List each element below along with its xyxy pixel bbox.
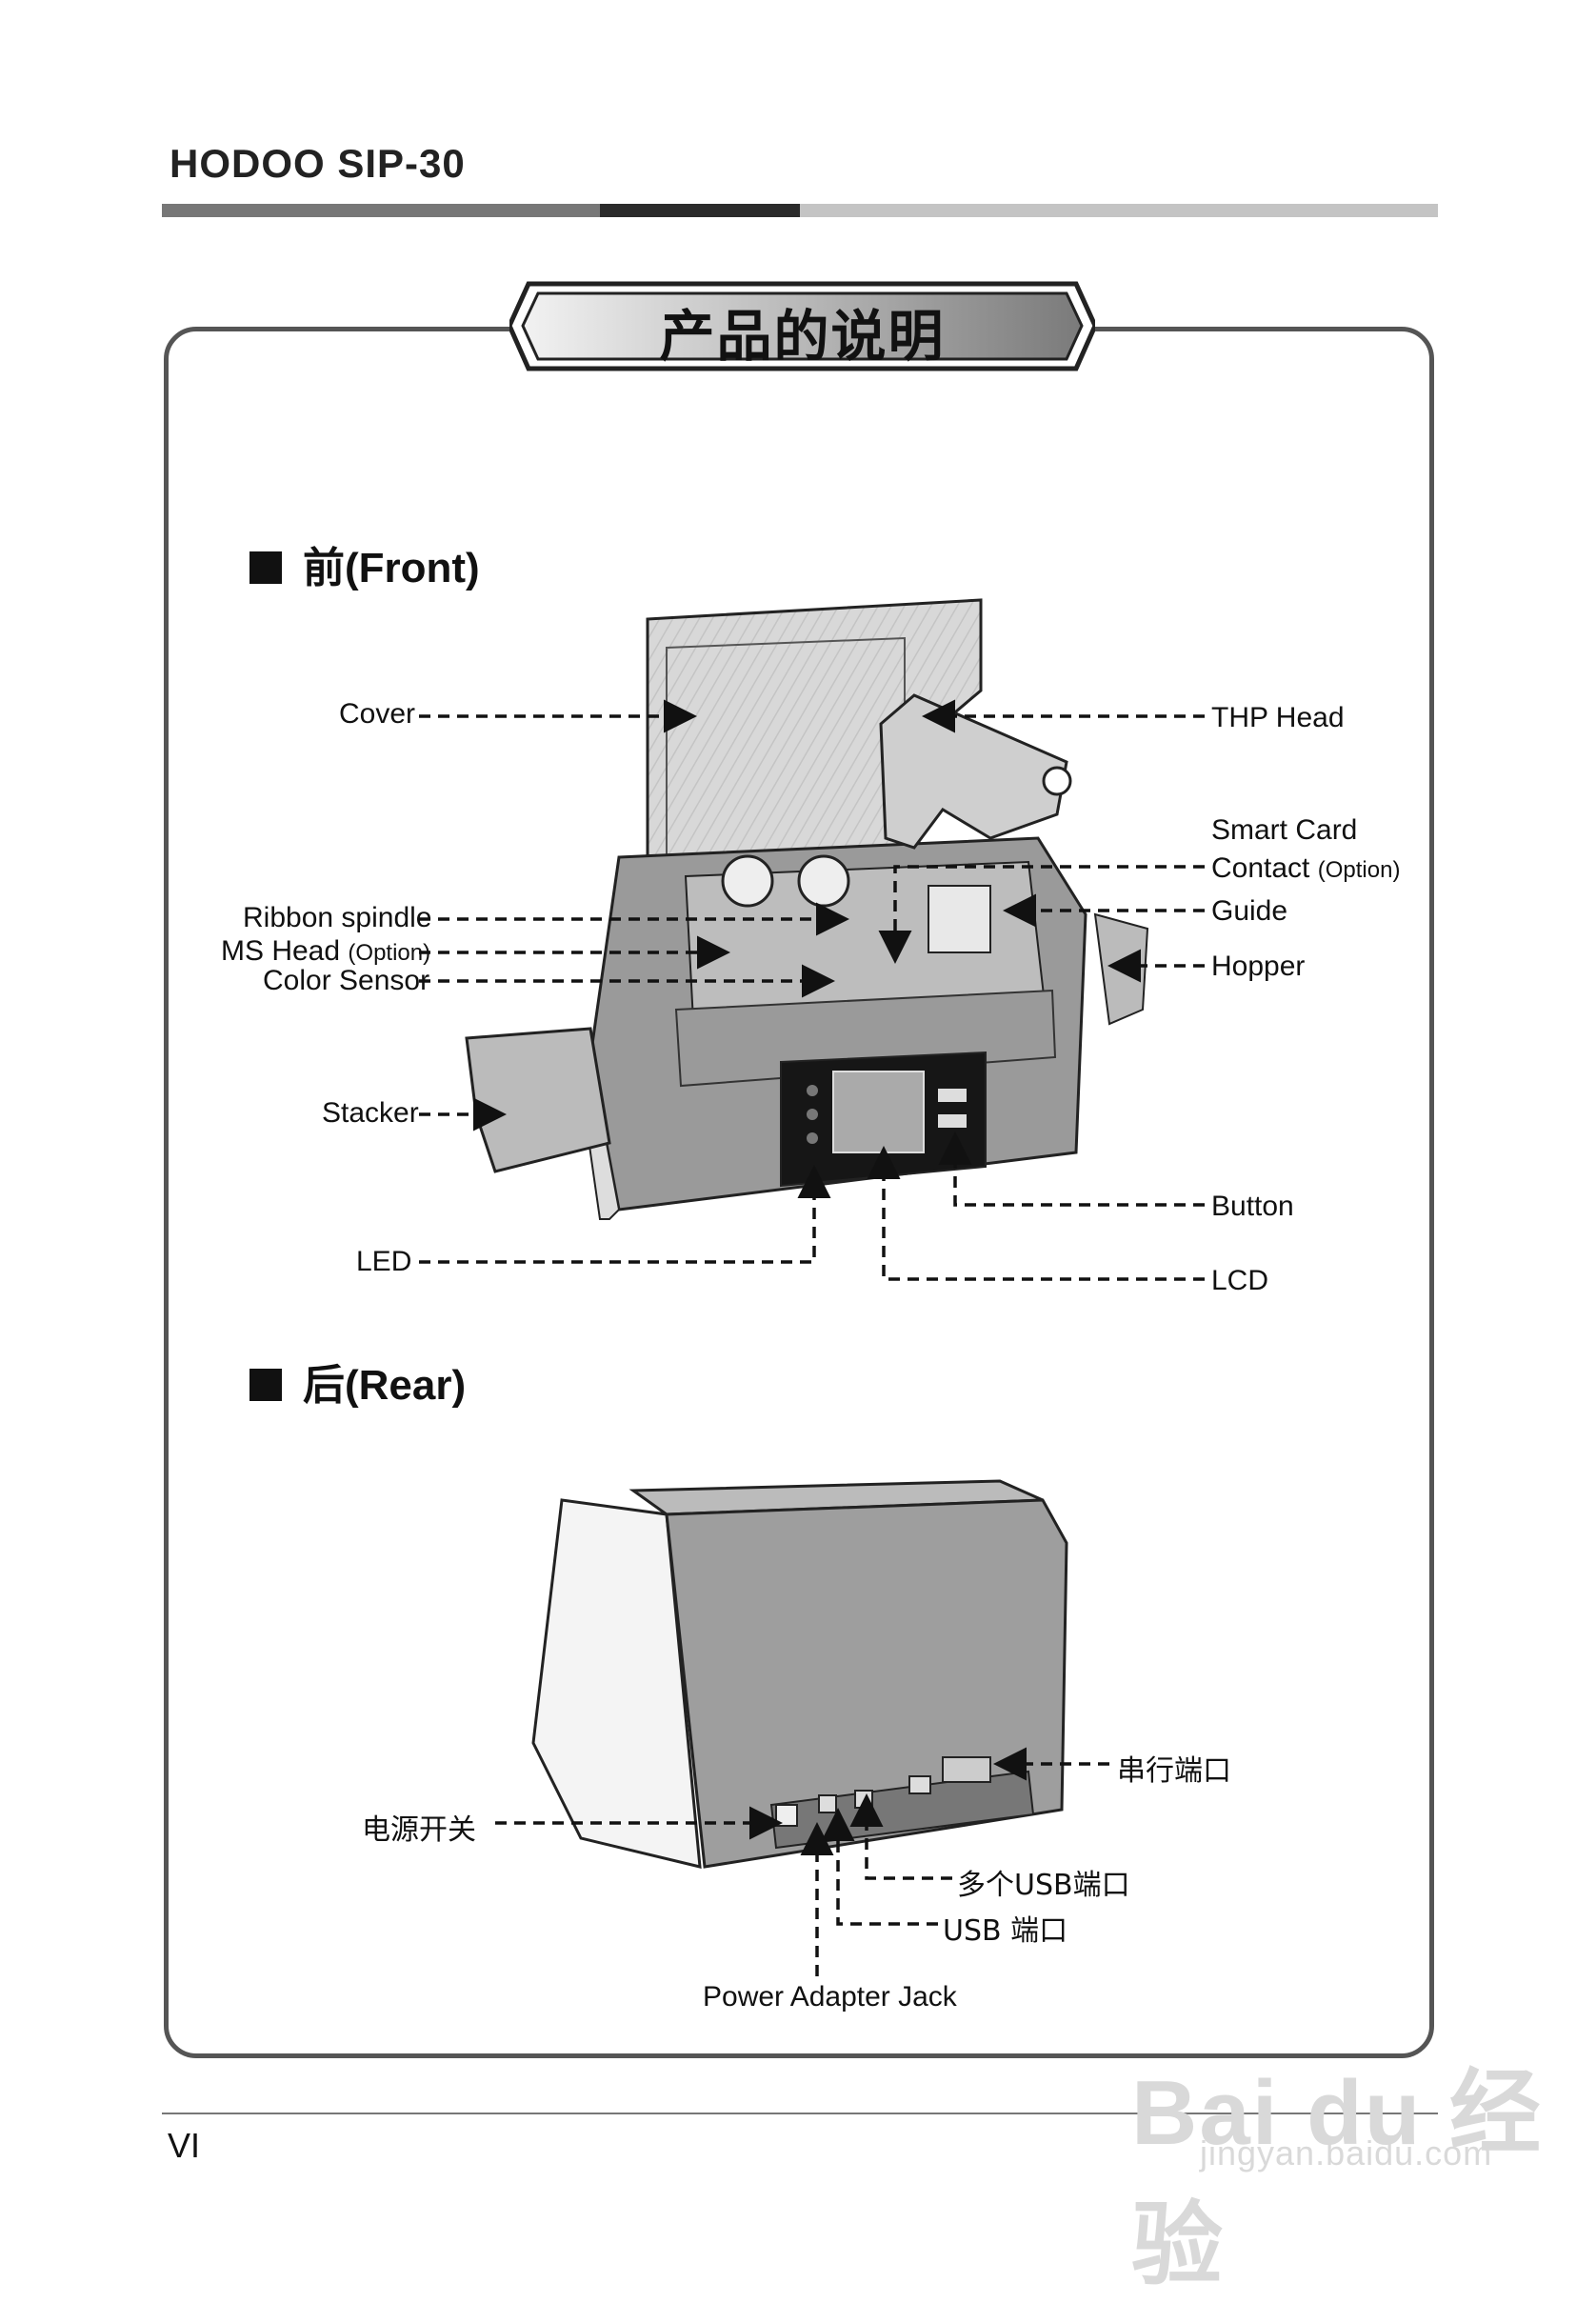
header-rule: [162, 204, 1438, 217]
square-bullet-icon: [249, 551, 282, 584]
front-leader-lines: [419, 699, 1205, 1281]
label-stacker: Stacker: [322, 1097, 419, 1129]
rear-heading: 后(Rear): [249, 1351, 466, 1412]
front-printer-illustration: [465, 598, 1149, 1220]
label-hopper: Hopper: [1211, 951, 1306, 982]
label-ribbon-spindle: Ribbon spindle: [243, 902, 432, 933]
footer-rule: [162, 2113, 1438, 2114]
rear-printer-illustration: [531, 1479, 1068, 1869]
title-banner: [509, 281, 1095, 371]
label-power-switch: 电源开关: [362, 1813, 476, 1847]
label-power-adapter-jack: Power Adapter Jack: [703, 1981, 957, 2013]
brand-title: HODOO SIP-30: [170, 141, 466, 186]
watermark-url: jingyan.baidu.com: [1200, 2133, 1493, 2173]
page-number: VI: [168, 2126, 201, 2165]
label-lcd: LCD: [1211, 1265, 1269, 1296]
label-thp-head: THP Head: [1211, 702, 1345, 733]
label-usb-port: USB 端口: [943, 1914, 1068, 1948]
label-smart-card-contact: Contact (Option): [1211, 852, 1401, 884]
label-cover: Cover: [339, 698, 416, 730]
page-title: 产品的说明: [659, 304, 946, 369]
label-multi-usb: 多个USB端口: [957, 1869, 1130, 1902]
front-heading: 前(Front): [249, 533, 480, 594]
square-bullet-icon: [249, 1369, 282, 1401]
rear-leader-lines: [495, 1747, 1109, 1976]
label-serial-port: 串行端口: [1117, 1754, 1231, 1788]
label-smart-card: Smart Card: [1211, 814, 1358, 846]
label-guide: Guide: [1211, 895, 1288, 927]
label-led: LED: [356, 1246, 412, 1277]
label-color-sensor: Color Sensor: [263, 965, 430, 996]
label-button: Button: [1211, 1191, 1294, 1222]
label-ms-head: MS Head (Option): [221, 935, 431, 967]
